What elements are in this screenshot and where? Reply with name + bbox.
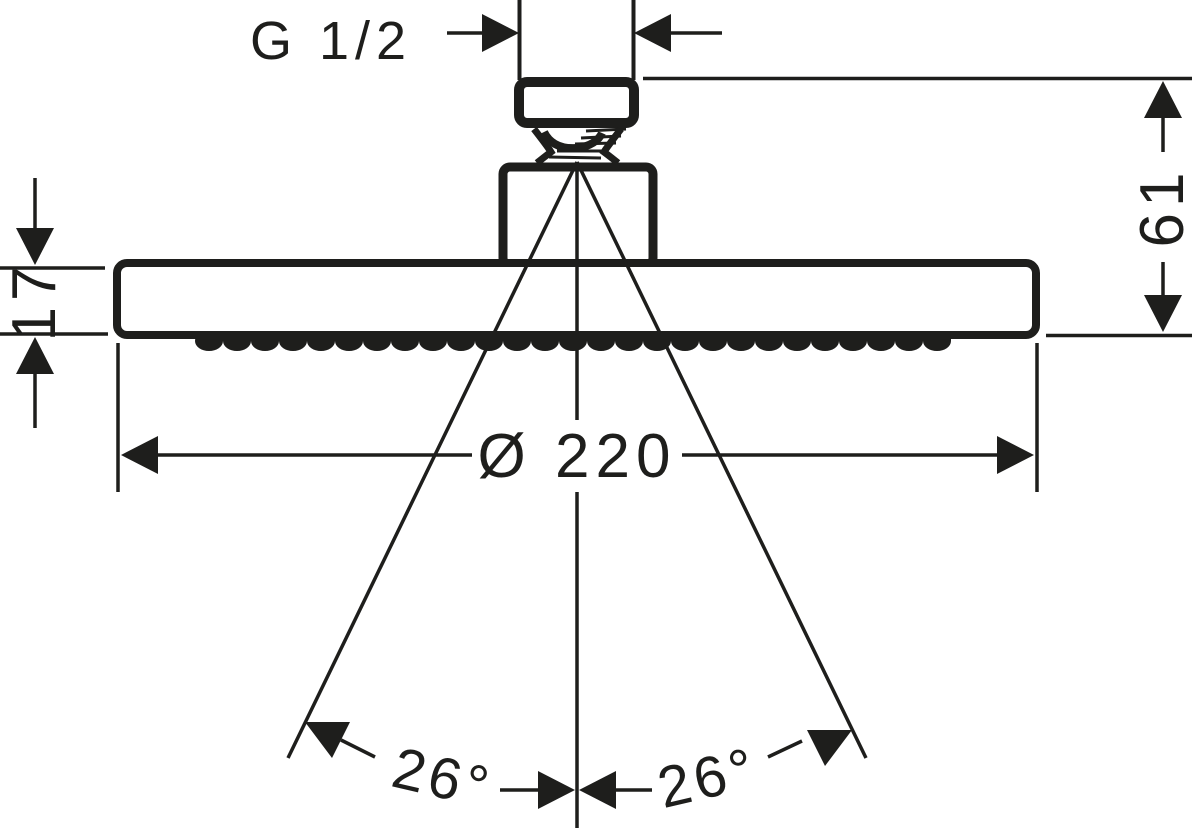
- joint-hatch-lines: [548, 127, 627, 160]
- thread-label: G 1/2: [250, 11, 412, 71]
- spray-nozzles: [195, 331, 951, 351]
- height-arrow-up: [1144, 81, 1182, 118]
- thickness-arrow-down: [16, 228, 54, 265]
- angle-left-arrow-on-line: [305, 722, 350, 758]
- swivel-joint: [531, 126, 627, 166]
- angle-right-arrow-at-center: [579, 771, 616, 809]
- thickness-label: 17: [0, 261, 69, 342]
- height-label: 61: [1128, 167, 1197, 248]
- spray-line-left: [286, 161, 579, 759]
- dimension-angle-left: 26°: [305, 722, 575, 821]
- dimension-thickness-17: 17: [0, 178, 108, 428]
- spray-cone: [286, 161, 868, 828]
- angle-left-label: 26°: [386, 735, 498, 821]
- joint-ball-bowl: [540, 129, 606, 153]
- thickness-arrow-up: [16, 337, 54, 374]
- angle-right-arrow-on-line: [807, 730, 852, 766]
- diameter-arrow-right: [997, 436, 1034, 474]
- supply-pipe: [517, 0, 636, 80]
- joint-left-edge: [531, 126, 556, 166]
- diameter-label: Ø 220: [478, 422, 677, 491]
- joint-right-edge: [599, 126, 624, 166]
- dimension-diameter-220: Ø 220: [116, 343, 1039, 492]
- angle-right-label: 26°: [652, 735, 764, 821]
- spray-line-right: [575, 161, 868, 759]
- height-arrow-down: [1144, 295, 1182, 332]
- angle-right-leader: [767, 739, 803, 759]
- dimension-height-61: 61: [643, 76, 1197, 338]
- angle-left-arrow-at-center: [538, 771, 575, 809]
- connector-flange: [514, 77, 639, 128]
- dimension-thread: G 1/2: [250, 11, 722, 71]
- angle-left-leader: [340, 738, 376, 759]
- diameter-arrow-left: [121, 436, 158, 474]
- thread-arrow-left: [482, 14, 519, 52]
- dimension-angle-right: 26°: [579, 730, 852, 821]
- thread-arrow-right: [634, 14, 671, 52]
